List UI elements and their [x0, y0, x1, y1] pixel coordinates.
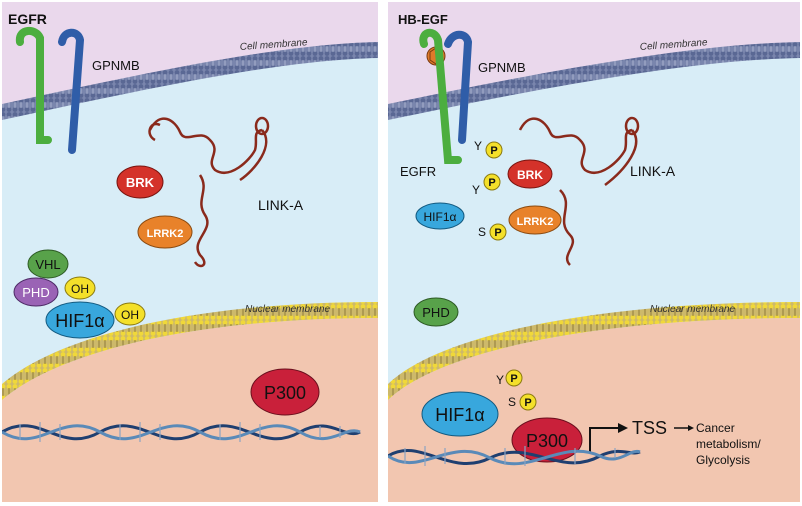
phd-label-right: PHD: [422, 305, 449, 320]
hif1a-phospho-y-nuc: [505, 369, 523, 387]
link-a-label: LINK-A: [258, 197, 304, 213]
brk-protein-right: [507, 159, 553, 189]
nuclear-membrane-label: Nuclear membrane: [245, 304, 330, 315]
brk-label: BRK: [126, 175, 155, 190]
gpnmb-label-right: GPNMB: [478, 60, 526, 75]
right-panel: Cell membrane Nuclear membrane HB-EGF GP…: [388, 2, 800, 502]
hif1a-protein: [45, 301, 115, 339]
outcome-line-1: Cancer: [696, 421, 735, 435]
oh-group-2: [114, 302, 146, 326]
tss-arrow: [589, 427, 620, 452]
link-a-lncrna-right: [518, 116, 640, 266]
gpnmb-label: GPNMB: [92, 58, 140, 73]
oh-group-1: [64, 276, 96, 300]
nuclear-membrane: [2, 302, 378, 400]
nucleus: [2, 318, 378, 502]
brk-label-right: BRK: [517, 168, 543, 182]
hif1a-y-label-nuc: Y: [496, 373, 504, 387]
hif1a-p-label-y-nuc: P: [510, 373, 517, 385]
egfr-label: EGFR: [8, 11, 47, 27]
egfr-receptor: [15, 27, 52, 144]
outcome-line-2: metabolism/: [696, 437, 761, 451]
hif1a-protein-cyto: [415, 202, 465, 230]
cell-membrane-label: Cell membrane: [239, 37, 308, 53]
phd-label: PHD: [22, 285, 49, 300]
cell-membrane-label-right: Cell membrane: [639, 37, 708, 53]
hif1a-protein-nuc: [421, 391, 499, 437]
egfr-label-right: EGFR: [400, 164, 436, 179]
hif1a-phospho-s-nuc: [519, 393, 537, 411]
p300-protein: [250, 368, 320, 416]
lrrk2-protein: [137, 215, 193, 249]
dna-helix-right: [388, 446, 641, 466]
dna-helix: [2, 422, 361, 442]
p300-protein-right: [511, 417, 583, 463]
hif1a-label-cyto: HIF1α: [424, 210, 457, 224]
gpnmb-receptor: [58, 28, 85, 154]
left-panel: Cell membrane Nuclear membrane EGFR GPNM…: [2, 2, 378, 502]
brk-y-label: Y: [472, 183, 480, 197]
nuclear-membrane-label-right: Nuclear membrane: [650, 304, 735, 315]
brk-p-label: P: [488, 177, 495, 189]
outcome-line-3: Glycolysis: [696, 453, 750, 467]
egfr-y-label: Y: [474, 139, 482, 153]
phd-protein: [13, 277, 59, 307]
nuclear-membrane-right: [388, 302, 800, 400]
link-a-lncrna: [148, 116, 270, 268]
lrrk2-label-right: LRRK2: [517, 216, 554, 228]
brk-phospho: [483, 173, 501, 191]
hif1a-s-label-cyto: S: [478, 225, 486, 239]
hif1a-phospho-cyto: [489, 223, 507, 241]
hif1a-s-label-nuc: S: [508, 395, 516, 409]
egfr-phospho: [485, 141, 503, 159]
phd-protein-right: [413, 297, 459, 327]
oh-label-2: OH: [121, 308, 139, 322]
p300-label-right: P300: [526, 431, 568, 451]
oh-label-1: OH: [71, 282, 89, 296]
hif1a-p-label-s-nuc: P: [524, 397, 531, 409]
p300-label: P300: [264, 383, 306, 403]
lrrk2-protein-right: [508, 205, 562, 235]
egfr-receptor-right: [419, 28, 462, 164]
tss-label: TSS: [632, 418, 667, 438]
vhl-protein: [27, 249, 69, 279]
vhl-label: VHL: [35, 257, 60, 272]
hif1a-p-label-cyto: P: [494, 227, 501, 239]
brk-protein: [116, 165, 164, 199]
hif1a-label-nuc: HIF1α: [435, 405, 484, 425]
cell-membrane: [2, 42, 378, 120]
lrrk2-label: LRRK2: [147, 228, 184, 240]
link-a-label-right: LINK-A: [630, 163, 676, 179]
hif1a-label: HIF1α: [55, 311, 104, 331]
cell-membrane-right: [388, 42, 800, 120]
gpnmb-receptor-right: [444, 30, 473, 144]
hb-egf-label: HB-EGF: [398, 12, 448, 27]
egfr-p-label: P: [490, 145, 497, 157]
